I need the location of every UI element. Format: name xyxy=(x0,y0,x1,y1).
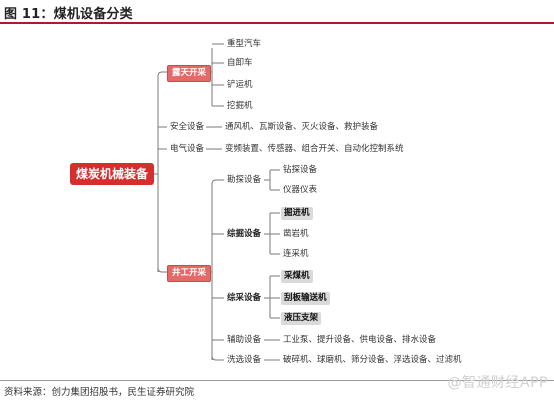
mining-item: 采煤机 xyxy=(281,270,313,283)
open-pit-item: 重型汽车 xyxy=(227,39,262,49)
node-electrical: 电气设备 xyxy=(170,144,205,154)
root-node: 煤炭机械装备 xyxy=(70,163,154,185)
watermark: @智通财经APP xyxy=(447,375,548,391)
node-open-pit: 露天开采 xyxy=(167,65,212,82)
open-pit-item: 自卸车 xyxy=(227,58,253,68)
line-tunneling-trunk xyxy=(264,213,271,254)
mining-item: 刮板输送机 xyxy=(281,292,330,305)
node-underground: 井工开采 xyxy=(167,265,212,282)
line-exploration-items xyxy=(270,169,280,191)
source-note: 资料来源：创力集团招股书，民生证券研究院 xyxy=(4,387,195,398)
mining-item: 液压支架 xyxy=(281,312,322,325)
node-auxiliary: 辅助设备 xyxy=(227,335,262,345)
tunneling-item: 连采机 xyxy=(283,249,309,259)
auxiliary-detail: 工业泵、提升设备、供电设备、排水设备 xyxy=(283,335,437,345)
node-tunneling: 综掘设备 xyxy=(227,229,262,239)
node-exploration: 勘探设备 xyxy=(227,175,262,185)
line-tunneling-items xyxy=(270,212,280,255)
washing-detail: 破碎机、球磨机、筛分设备、浮选设备、过滤机 xyxy=(283,355,462,365)
line-underground-exploration xyxy=(211,179,224,185)
line-mining-items xyxy=(270,275,280,319)
title-rule xyxy=(0,22,554,24)
exploration-item: 仪器仪表 xyxy=(283,185,318,195)
open-pit-item: 铲运机 xyxy=(227,80,253,90)
line-root-underground xyxy=(157,267,167,273)
line-underground-washing xyxy=(211,355,224,361)
line-root-open-pit xyxy=(157,71,167,77)
electrical-detail: 变频装置、传感器、组合开关、自动化控制系统 xyxy=(225,144,404,154)
tunneling-item: 掘进机 xyxy=(281,207,313,220)
figure-title: 图 11：煤机设备分类 xyxy=(4,7,133,22)
node-washing: 洗选设备 xyxy=(227,355,262,365)
open-pit-item: 挖掘机 xyxy=(227,101,253,111)
tunneling-item: 凿岩机 xyxy=(283,229,309,239)
line-open-pit-items xyxy=(212,43,224,107)
node-mining: 综采设备 xyxy=(227,293,262,303)
line-exploration-trunk xyxy=(264,170,271,190)
exploration-item: 钻探设备 xyxy=(283,165,318,175)
node-safety: 安全设备 xyxy=(170,122,205,132)
line-root-trunk xyxy=(154,76,159,272)
safety-detail: 通风机、瓦斯设备、灭火设备、救护装备 xyxy=(225,122,379,132)
line-mining-trunk xyxy=(264,276,271,318)
footer-rule xyxy=(0,380,554,381)
